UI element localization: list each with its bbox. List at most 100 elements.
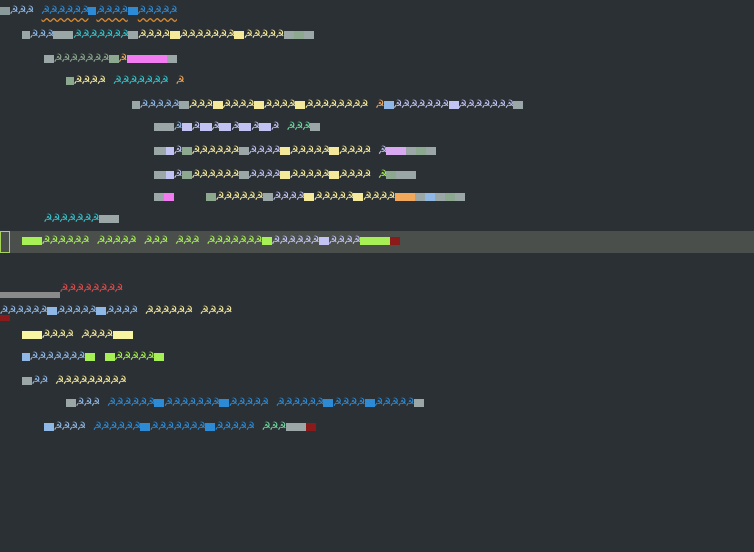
syntax-marker-block	[353, 193, 364, 201]
code-token: ☭	[176, 73, 184, 88]
syntax-marker-block	[394, 193, 415, 201]
syntax-marker-block	[94, 353, 105, 361]
code-line-8[interactable]: ☭☭☭☭☭☭☭☭☭☭☭☭☭☭☭☭☭☭☭	[0, 186, 754, 208]
code-token: ☭☭☭☭☭☭	[41, 3, 89, 18]
syntax-marker-block	[174, 193, 206, 201]
code-line-15[interactable]: ☭☭☭☭☭☭☭☭☭☭☭☭	[0, 346, 754, 368]
code-token: ☭	[174, 167, 182, 182]
syntax-marker-block	[390, 237, 401, 245]
code-line-17[interactable]: ☭☭☭☭☭☭☭☭☭☭☭☭☭☭☭☭☭☭☭☭☭☭☭☭☭☭☭☭☭☭☭☭☭☭☭☭	[0, 392, 754, 414]
code-line-6[interactable]: ☭☭☭☭☭☭☭☭☭☭☭☭☭☭☭☭☭☭☭☭☭	[0, 140, 754, 162]
code-token: ☭	[375, 97, 384, 112]
code-line-5[interactable]: ☭☭☭☭☭☭☭☭☭	[0, 116, 754, 138]
code-token: ☭☭☭☭☭☭☭	[73, 27, 129, 42]
syntax-marker-block	[253, 101, 264, 109]
code-line-0[interactable]: ☭☭☭☭☭☭☭☭☭☭☭☭☭☭☭☭☭☭	[0, 0, 754, 22]
syntax-marker-block	[238, 147, 249, 155]
code-line-1[interactable]: ☭☭☭☭☭☭☭☭☭☭☭☭☭☭☭☭☭☭☭☭☭☭☭☭☭☭	[0, 24, 754, 46]
whitespace	[48, 370, 56, 392]
syntax-marker-block	[127, 7, 138, 15]
code-token: ☭	[191, 119, 200, 134]
code-token: ☭☭☭☭	[81, 327, 113, 342]
syntax-marker-block	[424, 193, 435, 201]
syntax-marker-block	[166, 55, 177, 63]
code-token: ☭☭☭	[144, 233, 168, 248]
code-token: ☭	[174, 119, 182, 134]
syntax-marker-block	[454, 193, 465, 201]
syntax-marker-block	[383, 101, 394, 109]
syntax-marker-block	[406, 171, 417, 179]
code-token: ☭	[251, 119, 260, 134]
syntax-marker-block	[416, 147, 427, 155]
code-line-3[interactable]: ☭☭☭☭☭☭☭☭☭☭☭☭	[0, 70, 754, 92]
syntax-marker-block	[396, 171, 407, 179]
syntax-marker-block	[22, 377, 32, 385]
code-token: ☭☭☭☭☭	[96, 233, 137, 248]
syntax-marker-block	[434, 193, 445, 201]
syntax-marker-block	[413, 399, 424, 407]
syntax-marker-block	[323, 399, 334, 407]
code-line-12[interactable]: ☭☭☭☭☭☭☭☭	[0, 278, 754, 300]
whitespace	[168, 70, 176, 92]
code-token: ☭☭☭☭☭☭	[271, 233, 319, 248]
code-line-9[interactable]: ☭☭☭☭☭☭☭	[0, 208, 754, 230]
code-token: ☭☭☭	[286, 119, 311, 134]
syntax-marker-block	[448, 101, 459, 109]
syntax-marker-block	[0, 7, 10, 15]
code-line-10[interactable]: ☭☭☭☭☭☭☭☭☭☭☭☭☭☭☭☭☭☭☭☭☭☭☭☭☭☭☭☭☭☭☭☭☭☭	[0, 230, 754, 252]
code-line-13[interactable]: ☭☭☭☭☭☭☭☭☭☭☭☭☭☭☭☭☭☭☭☭☭☭☭☭☭	[0, 300, 754, 322]
syntax-marker-block	[305, 423, 316, 431]
code-token: ☭☭☭☭	[200, 303, 232, 318]
whitespace	[136, 230, 144, 252]
syntax-marker-block	[154, 123, 174, 131]
code-token: ☭☭☭☭☭	[56, 303, 97, 318]
code-token: ☭	[174, 143, 182, 158]
code-line-4[interactable]: ☭☭☭☭☭☭☭☭☭☭☭☭☭☭☭☭☭☭☭☭☭☭☭☭☭☭☭☭☭☭☭☭☭☭☭☭☭☭☭	[0, 94, 754, 116]
syntax-marker-block	[128, 31, 139, 39]
code-token: ☭☭☭☭	[328, 233, 361, 248]
code-token: ☭☭☭	[175, 233, 200, 248]
code-token: ☭☭☭☭☭☭	[216, 189, 263, 204]
code-line-14[interactable]: ☭☭☭☭☭☭☭☭	[0, 324, 754, 346]
syntax-marker-block	[154, 171, 166, 179]
syntax-marker-block	[303, 31, 314, 39]
syntax-marker-block	[22, 31, 30, 39]
syntax-marker-block	[261, 237, 272, 245]
syntax-marker-block	[140, 423, 151, 431]
syntax-marker-block	[262, 193, 273, 201]
syntax-marker-block	[22, 331, 42, 339]
whitespace	[33, 0, 41, 22]
syntax-marker-block	[219, 399, 230, 407]
syntax-marker-block	[283, 31, 294, 39]
code-token: ☭☭	[32, 373, 48, 388]
code-line-16[interactable]: ☭☭☭☭☭☭☭☭☭☭☭	[0, 370, 754, 392]
whitespace	[137, 300, 145, 322]
code-token: ☭☭☭	[30, 27, 54, 42]
syntax-marker-block	[444, 193, 455, 201]
code-token: ☭☭☭☭☭☭	[107, 395, 155, 410]
syntax-marker-block	[96, 307, 107, 315]
code-token: ☭☭☭☭☭☭☭	[44, 211, 99, 226]
syntax-marker-block	[360, 237, 391, 245]
syntax-marker-block	[22, 237, 42, 245]
code-line-18[interactable]: ☭☭☭☭☭☭☭☭☭☭☭☭☭☭☭☭☭☭☭☭☭☭☭☭☭	[0, 416, 754, 438]
whitespace	[168, 230, 176, 252]
syntax-marker-block	[46, 307, 57, 315]
code-token: ☭☭☭☭☭	[140, 97, 180, 112]
code-token: ☭	[118, 51, 127, 66]
syntax-marker-block	[44, 423, 54, 431]
whitespace	[199, 230, 207, 252]
syntax-marker-block	[112, 331, 133, 339]
code-token: ☭☭☭☭☭☭☭	[393, 97, 449, 112]
syntax-marker-block	[234, 31, 245, 39]
code-token: ☭☭☭☭☭☭☭☭	[305, 97, 368, 112]
code-line-7[interactable]: ☭☭☭☭☭☭☭☭☭☭☭☭☭☭☭☭☭☭☭☭☭	[0, 164, 754, 186]
code-token: ☭☭☭☭☭	[374, 395, 414, 410]
syntax-marker-block	[169, 31, 180, 39]
code-line-2[interactable]: ☭☭☭☭☭☭☭☭	[0, 48, 754, 70]
syntax-marker-block	[181, 147, 192, 155]
whitespace	[279, 116, 287, 138]
code-token: ☭	[231, 119, 240, 134]
syntax-marker-block	[205, 423, 216, 431]
syntax-marker-block	[181, 123, 192, 131]
